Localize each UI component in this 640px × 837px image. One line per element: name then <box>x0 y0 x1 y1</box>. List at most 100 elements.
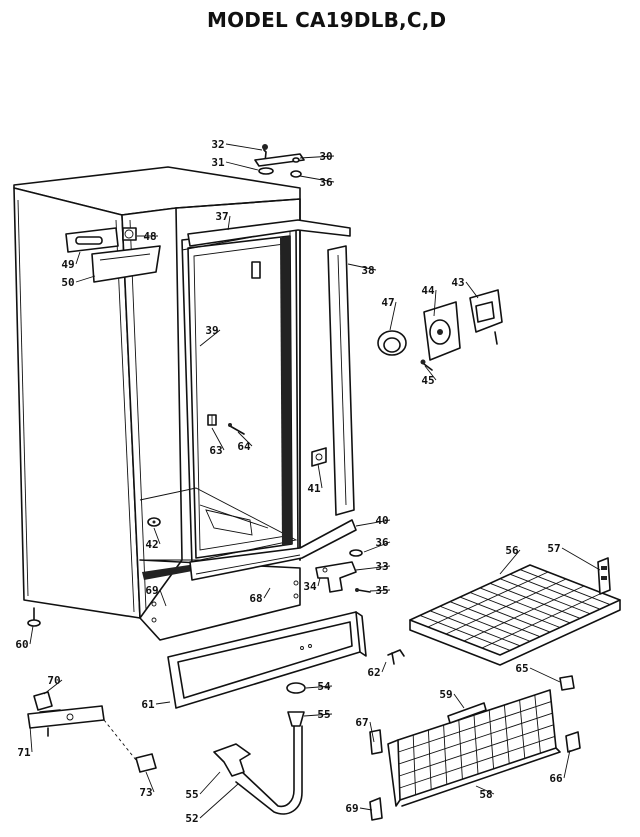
callout-30: 30 <box>319 150 332 163</box>
callout-57: 57 <box>547 542 560 555</box>
leader-line <box>299 175 335 183</box>
leader-line <box>237 431 253 447</box>
leader-line <box>299 155 335 159</box>
callout-47: 47 <box>381 296 394 309</box>
diagram-title: MODEL CA19DLB,C,D <box>207 8 447 32</box>
bottom-trim-rail <box>189 519 357 581</box>
shelf-wire <box>499 578 591 615</box>
callout-45: 45 <box>421 374 434 387</box>
leader-line <box>303 713 333 717</box>
shelf-wire <box>439 605 531 642</box>
callout-38: 38 <box>361 264 374 277</box>
leader-line <box>29 725 33 753</box>
callout-67: 67 <box>355 716 368 729</box>
leader-line <box>453 693 465 709</box>
leader-line <box>199 771 221 795</box>
control-components <box>377 289 503 371</box>
leader-line <box>29 625 34 645</box>
leader-line <box>561 547 601 571</box>
basket-wire <box>398 701 552 753</box>
callout-43: 43 <box>451 276 464 289</box>
basket-wire <box>519 699 526 759</box>
basket-wire <box>503 704 510 764</box>
callout-61: 61 <box>141 698 155 711</box>
right-side-trim <box>327 245 355 516</box>
leader-line <box>563 749 571 779</box>
callout-31: 31 <box>211 156 225 169</box>
leader-lines <box>29 143 601 819</box>
shelf-wire <box>479 587 571 624</box>
wire-basket <box>387 689 561 807</box>
leader-line <box>225 161 259 171</box>
leader-line <box>263 587 271 599</box>
bottom-hinge-assembly <box>315 549 371 593</box>
leader-line <box>75 251 81 265</box>
basket-wire <box>399 724 554 777</box>
basket-wire <box>443 724 448 785</box>
leader-line <box>199 329 221 347</box>
callout-52: 52 <box>185 812 198 825</box>
basket-wire <box>398 712 553 765</box>
leader-line <box>529 667 561 683</box>
leader-line <box>211 427 225 451</box>
basket-wire <box>458 719 463 780</box>
basket-wire <box>534 694 541 754</box>
leader-line <box>369 589 391 592</box>
control-panel-parts <box>65 227 161 283</box>
shelf-wire <box>463 585 585 642</box>
shelf-wire <box>427 571 549 628</box>
callout-37: 37 <box>215 210 228 223</box>
kick-plate-grille <box>167 611 367 709</box>
basket-wire <box>473 714 479 775</box>
basket-wire <box>412 734 417 795</box>
callout-36: 36 <box>375 536 389 549</box>
callout-65: 65 <box>515 662 528 675</box>
leader-line <box>465 281 479 299</box>
callout-48: 48 <box>143 230 156 243</box>
callout-68: 68 <box>249 592 262 605</box>
callout-69: 69 <box>145 584 158 597</box>
leader-line <box>317 577 321 587</box>
callout-39: 39 <box>205 324 218 337</box>
callout-55: 55 <box>185 788 198 801</box>
drain-parts <box>213 682 306 815</box>
callout-44: 44 <box>421 284 435 297</box>
callout-32: 32 <box>211 138 224 151</box>
callout-56: 56 <box>505 544 519 557</box>
callout-42: 42 <box>145 538 158 551</box>
callout-40: 40 <box>375 514 388 527</box>
leader-line <box>499 549 521 575</box>
door-liner-frame <box>181 226 299 566</box>
callout-36: 36 <box>319 176 333 189</box>
callout-54: 54 <box>317 680 331 693</box>
shelf-wire <box>459 596 551 633</box>
callout-59: 59 <box>439 688 452 701</box>
shelf-wire <box>445 578 567 635</box>
callout-73: 73 <box>139 786 152 799</box>
top-hinge-assembly <box>254 144 305 178</box>
shelf-clips <box>387 649 575 691</box>
callout-55: 55 <box>317 708 330 721</box>
leader-line <box>153 527 161 545</box>
callout-70: 70 <box>47 674 60 687</box>
shelf-wire <box>519 569 611 606</box>
shelf-bracket <box>597 557 611 595</box>
basket-clips <box>369 729 581 821</box>
leader-line <box>317 463 323 489</box>
callout-69: 69 <box>345 802 358 815</box>
leader-line <box>347 263 377 271</box>
leader-line <box>159 589 167 607</box>
leader-line <box>363 541 391 553</box>
callout-71: 71 <box>17 746 31 759</box>
shelf-wire <box>481 592 603 649</box>
callout-58: 58 <box>479 788 492 801</box>
shelf-wire <box>469 592 561 628</box>
leader-line <box>225 143 263 151</box>
leader-line <box>389 301 397 331</box>
leader-line <box>305 685 333 689</box>
leader-line <box>359 807 373 811</box>
callout-62: 62 <box>367 666 380 679</box>
cabinet-shell <box>13 166 301 641</box>
leader-line <box>433 289 437 317</box>
